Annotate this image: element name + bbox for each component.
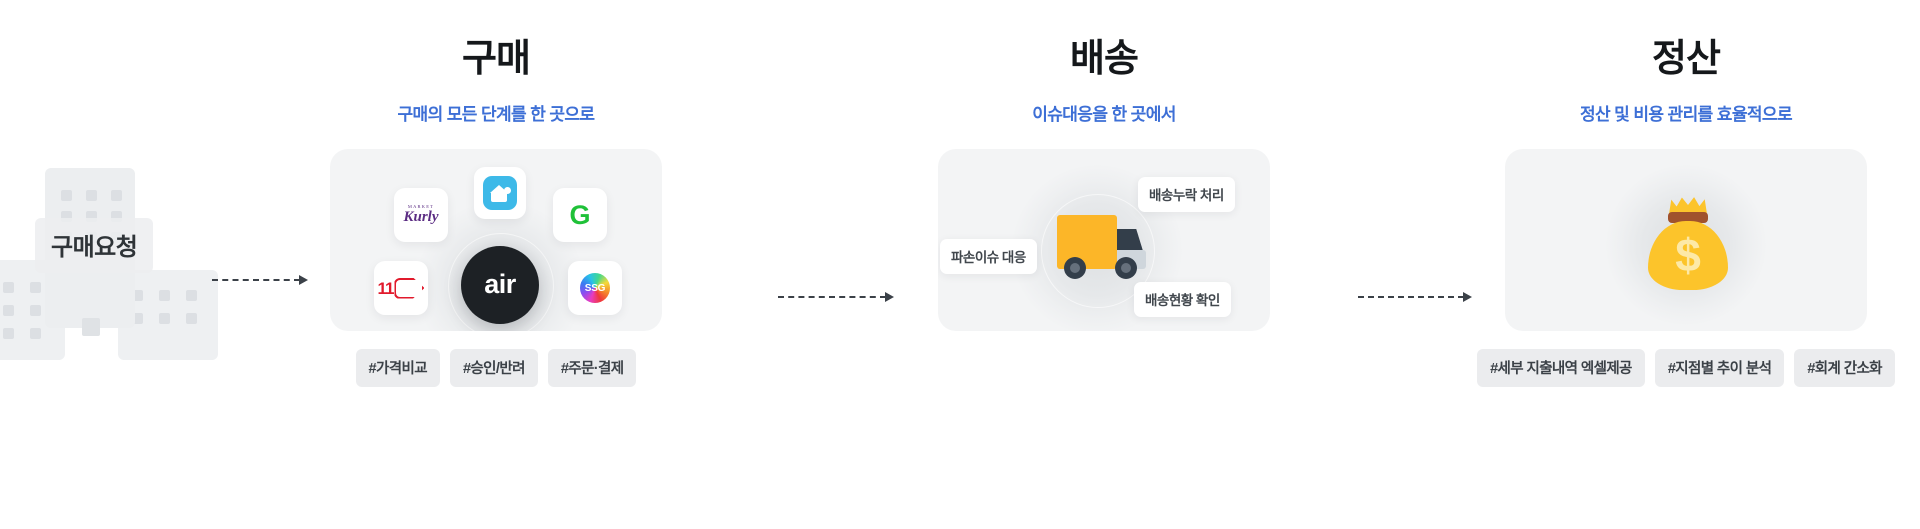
arrow-purchase-to-delivery [778, 291, 894, 303]
dollar-sign: $ [1675, 229, 1701, 281]
dotted-line [1358, 296, 1464, 298]
ssg-logo[interactable]: SSG [568, 261, 622, 315]
air-logo[interactable]: air [461, 246, 539, 324]
ssg-logo-text: SSG [584, 282, 606, 294]
eleven-street-logo-text: 11 [377, 278, 395, 298]
delivery-illustration-card: 배송누락 처리 파손이슈 대응 배송현황 확인 [938, 149, 1270, 331]
arrow-head-icon [1463, 292, 1472, 302]
air-logo-text: air [484, 268, 516, 299]
origin-label: 구매요청 [35, 218, 154, 273]
center-ring [448, 233, 554, 331]
arrow-head-icon [299, 275, 308, 285]
tag[interactable]: #세부 지출내역 엑셀제공 [1477, 349, 1645, 387]
step-title: 구매 [462, 38, 531, 80]
step-subtitle: 이슈대응을 한 곳에서 [1032, 105, 1176, 124]
chip-delivery-status[interactable]: 배송현황 확인 [1134, 282, 1231, 317]
settlement-illustration-card: $ [1505, 149, 1867, 331]
step-title: 배송 [1070, 38, 1139, 80]
delivery-truck-icon [1057, 207, 1149, 279]
step-subtitle: 정산 및 비용 관리를 효율적으로 [1579, 105, 1793, 124]
house-icon [483, 176, 517, 210]
step-title: 정산 [1652, 38, 1721, 80]
g-logo-text: G [569, 199, 591, 230]
tag[interactable]: #주문·결제 [547, 349, 637, 387]
building-door-icon [82, 318, 100, 336]
chip-missed-delivery[interactable]: 배송누락 처리 [1138, 177, 1235, 212]
g-logo[interactable]: G [553, 188, 607, 242]
origin-buildings-group: 구매요청 [0, 150, 230, 400]
building-windows [0, 282, 41, 339]
step-purchase: 구매 구매의 모든 단계를 한 곳으로 MARKET Kurly G [290, 40, 702, 387]
step-subtitle: 구매의 모든 단계를 한 곳으로 [397, 105, 596, 124]
purchase-tag-row: #가격비교 #승인/반려 #주문·결제 [290, 349, 702, 387]
chip-damage-issue[interactable]: 파손이슈 대응 [940, 239, 1037, 274]
ssg-gradient-circle-icon: SSG [580, 273, 610, 303]
purchase-logo-card: MARKET Kurly G 11 [330, 149, 662, 331]
kurly-logo[interactable]: MARKET Kurly [394, 188, 448, 242]
arrow-origin-to-purchase [212, 274, 308, 286]
tag[interactable]: #회계 간소화 [1794, 349, 1895, 387]
tag[interactable]: #가격비교 [355, 349, 440, 387]
kurly-logo-text: Kurly [403, 209, 439, 226]
step-delivery: 배송 이슈대응을 한 곳에서 배송누락 처리 파손이슈 대응 배송현황 확인 [898, 40, 1310, 331]
dotted-line [212, 279, 300, 281]
arrow-delivery-to-settlement [1358, 291, 1472, 303]
kurly-logo-sup: MARKET [407, 203, 435, 209]
arrow-head-icon [885, 292, 894, 302]
tag[interactable]: #지점별 추이 분석 [1654, 349, 1785, 387]
dotted-line [778, 296, 886, 298]
tag[interactable]: #승인/반려 [449, 349, 538, 387]
settlement-tag-row: #세부 지출내역 엑셀제공 #지점별 추이 분석 #회계 간소화 [1476, 349, 1896, 387]
money-bag-icon: $ [1646, 196, 1730, 290]
market-house-logo[interactable] [474, 167, 526, 219]
eleven-street-arrow-icon [394, 277, 425, 299]
center-ring [1041, 194, 1155, 308]
building-windows [132, 290, 197, 324]
step-settlement: 정산 정산 및 비용 관리를 효율적으로 $ #세부 지출내역 엑셀제공 #지점… [1476, 40, 1896, 387]
eleven-street-logo[interactable]: 11 [374, 261, 428, 315]
